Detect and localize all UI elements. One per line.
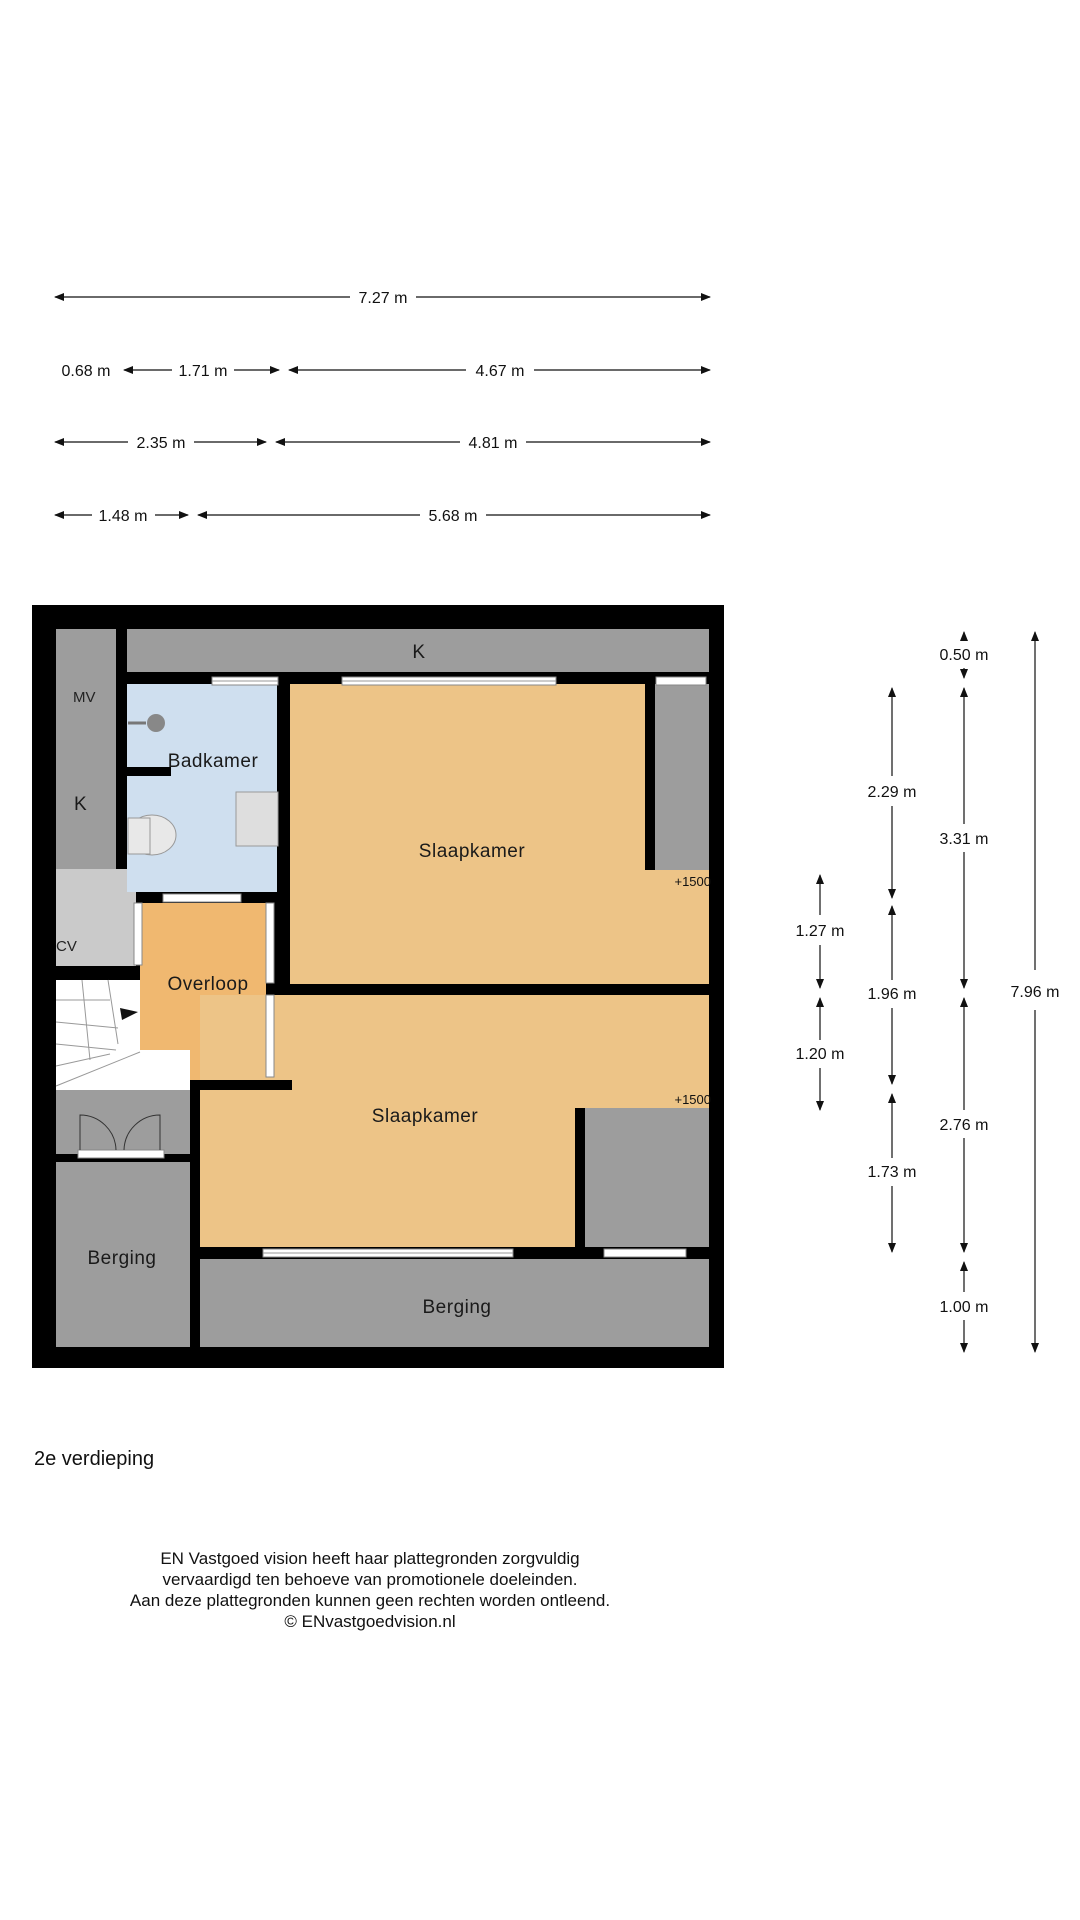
storage-left <box>56 1162 190 1347</box>
dim-v-c4: 1.00 m <box>940 1299 989 1316</box>
label-height-1: +1500 <box>674 874 711 889</box>
vertical-dimensions: 1.27 m 1.20 m 2.29 m 1.96 m 1.73 m 0.50 … <box>796 631 1060 1353</box>
closet-1 <box>654 684 709 870</box>
dim-v-total: 7.96 m <box>1011 984 1060 1001</box>
label-overloop: Overloop <box>167 974 248 995</box>
dim-h-r3-b: 4.81 m <box>469 435 518 452</box>
disclaimer-line-3: Aan deze plattegronden kunnen geen recht… <box>129 1591 611 1610</box>
bathroom <box>127 684 277 892</box>
label-height-2: +1500 <box>674 1092 711 1107</box>
label-slaapkamer-2: Slaapkamer <box>372 1106 479 1127</box>
label-badkamer: Badkamer <box>168 751 259 772</box>
storage-bottom <box>200 1259 709 1347</box>
cv-area <box>56 869 136 966</box>
sink-icon <box>147 714 165 732</box>
bedroom-1 <box>290 684 709 984</box>
mv-k-area <box>56 629 116 869</box>
dim-h-r2-c: 4.67 m <box>476 363 525 380</box>
label-cv: CV <box>56 938 77 955</box>
dim-h-r3-a: 2.35 m <box>137 435 186 452</box>
dim-h-total: 7.27 m <box>359 290 408 307</box>
shower-icon <box>235 791 279 847</box>
disclaimer-line-4: © ENvastgoedvision.nl <box>284 1612 456 1631</box>
dim-v-a2: 1.20 m <box>796 1046 845 1063</box>
dim-h-r4-a: 1.48 m <box>99 508 148 525</box>
dim-v-b3: 1.73 m <box>868 1164 917 1181</box>
plan-drawing: K MV K CV Badkamer Slaapkamer Overloop S… <box>32 605 724 1368</box>
dim-v-c1: 0.50 m <box>940 647 989 664</box>
label-berging-bottom: Berging <box>423 1297 492 1318</box>
horizontal-dimensions: 7.27 m 0.68 m 1.71 m 4.67 m 2.35 m 4.81 … <box>54 290 711 525</box>
label-berging-left: Berging <box>88 1248 157 1269</box>
disclaimer-line-2: vervaardigd ten behoeve van promotionele… <box>162 1570 578 1589</box>
floor-label: 2e verdieping <box>34 1448 155 1470</box>
disclaimer-line-1: EN Vastgoed vision heeft haar plattegron… <box>160 1549 580 1568</box>
dim-h-r2-b: 1.71 m <box>179 363 228 380</box>
dim-h-r2-a: 0.68 m <box>62 363 111 380</box>
dim-h-r4-b: 5.68 m <box>429 508 478 525</box>
double-door-icon <box>77 1114 165 1159</box>
label-slaapkamer-1: Slaapkamer <box>419 841 526 862</box>
label-k-left: K <box>74 794 87 815</box>
label-mv: MV <box>73 689 96 706</box>
dim-v-c3: 2.76 m <box>940 1117 989 1134</box>
dim-v-b1: 2.29 m <box>868 784 917 801</box>
label-k-top: K <box>412 642 425 663</box>
hall-storage <box>56 1106 190 1154</box>
dim-v-a1: 1.27 m <box>796 923 845 940</box>
disclaimer: EN Vastgoed vision heeft haar plattegron… <box>60 1548 680 1632</box>
closet-2 <box>584 1108 709 1247</box>
dim-v-b2: 1.96 m <box>868 986 917 1003</box>
k-top-area <box>127 629 709 672</box>
dim-v-c2: 3.31 m <box>940 831 989 848</box>
